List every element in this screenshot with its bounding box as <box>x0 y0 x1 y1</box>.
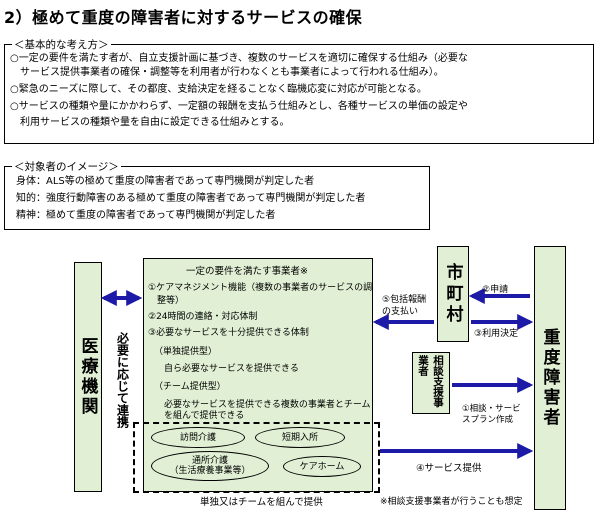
renkei-label-wrap: 必要に応じて連携 <box>112 315 134 445</box>
provider-item-3: ③必要なサービスを十分提供できる体制 <box>148 328 309 338</box>
basic-concept-box <box>4 44 594 144</box>
service-daycare: 通所介護 （生活療養事業等） <box>151 451 269 481</box>
provider-title: 一定の要件を満たす事業者※ <box>186 266 308 277</box>
provider-item-2: ②24時間の連絡・対応体制 <box>148 312 258 322</box>
target-line-1: 身体：ALS等の極めて重度の障害者であって専門機関が判定した者 <box>16 176 315 187</box>
label-payment: ⑤包括報酬 の支払い <box>382 295 427 317</box>
label-plan: ①相談・サービ スプラン作成 <box>462 404 521 425</box>
basic-line-1: ○一定の要件を満たす者が、自立支援計画に基づき、複数のサービスを適切に確保する仕… <box>10 53 468 64</box>
label-service: ④サービス提供 <box>416 463 482 474</box>
target-header: ＜対象者のイメージ＞ <box>12 159 121 174</box>
provider-item-single-desc: 自ら必要なサービスを提供できる <box>164 364 299 374</box>
label-decision: ③利用決定 <box>474 329 519 339</box>
severe-disability-person-box: 重度障害者 <box>534 246 566 510</box>
page-title: 2）極めて重度の障害者に対するサービスの確保 <box>4 8 363 27</box>
consult-provider-label: 相談支援事業者 <box>417 355 444 408</box>
target-line-3: 精神：極めて重度の障害者であって専門機関が判定した者 <box>16 210 276 221</box>
target-box <box>4 166 430 230</box>
provider-item-1b: 整等） <box>148 296 185 306</box>
basic-concept-header: ＜基本的な考え方＞ <box>12 37 111 52</box>
municipality-label: 市町村 <box>442 262 463 326</box>
provider-item-1: ①ケアマネジメント機能（複数の事業者のサービスの調 <box>148 283 373 293</box>
renkei-label: 必要に応じて連携 <box>115 332 130 428</box>
municipality-box: 市町村 <box>437 246 469 342</box>
basic-line-2: サービス提供事業者の確保・調整等を利用者が行わなくとも事業者によって行われる仕組… <box>10 67 444 78</box>
basic-line-3: ○緊急のニーズに際して、その都度、支給決定を経ることなく臨機応変に対応が可能とな… <box>10 84 427 95</box>
consult-provider-box: 相談支援事業者 <box>412 352 450 414</box>
provider-item-team-desc-2: を組んで提供できる <box>164 411 245 421</box>
team-caption: 単独又はチームを組んで提供 <box>200 497 323 508</box>
severe-disability-person-label: 重度障害者 <box>539 328 560 428</box>
provider-item-single: （単独提供型） <box>154 347 218 357</box>
service-shortstay: 短期入所 <box>255 427 345 448</box>
provider-item-team-desc-1: 必要なサービスを提供できる複数の事業者とチーム <box>164 400 371 410</box>
basic-line-4: ○サービスの種類や量にかかわらず、一定額の報酬を支払う仕組みとし、各種サービスの… <box>10 101 468 112</box>
team-dashed-box <box>133 422 380 493</box>
provider-item-team: （チーム提供型） <box>154 382 226 392</box>
footnote: ※相談支援事業者が行うことも想定 <box>380 497 523 507</box>
service-carehome: ケアホーム <box>283 456 361 477</box>
service-homecare: 訪問介護 <box>151 427 245 448</box>
medical-institution-box: 医療機関 <box>74 262 102 492</box>
target-line-2: 知的：強度行動障害のある極めて重度の障害者であって専門機関が判定した者 <box>16 193 366 204</box>
label-application: ②申請 <box>482 285 509 295</box>
basic-line-5: 利用サービスの種類や量を自由に設定できる仕組みとする。 <box>10 117 290 128</box>
medical-institution-label: 医療機関 <box>77 337 98 417</box>
